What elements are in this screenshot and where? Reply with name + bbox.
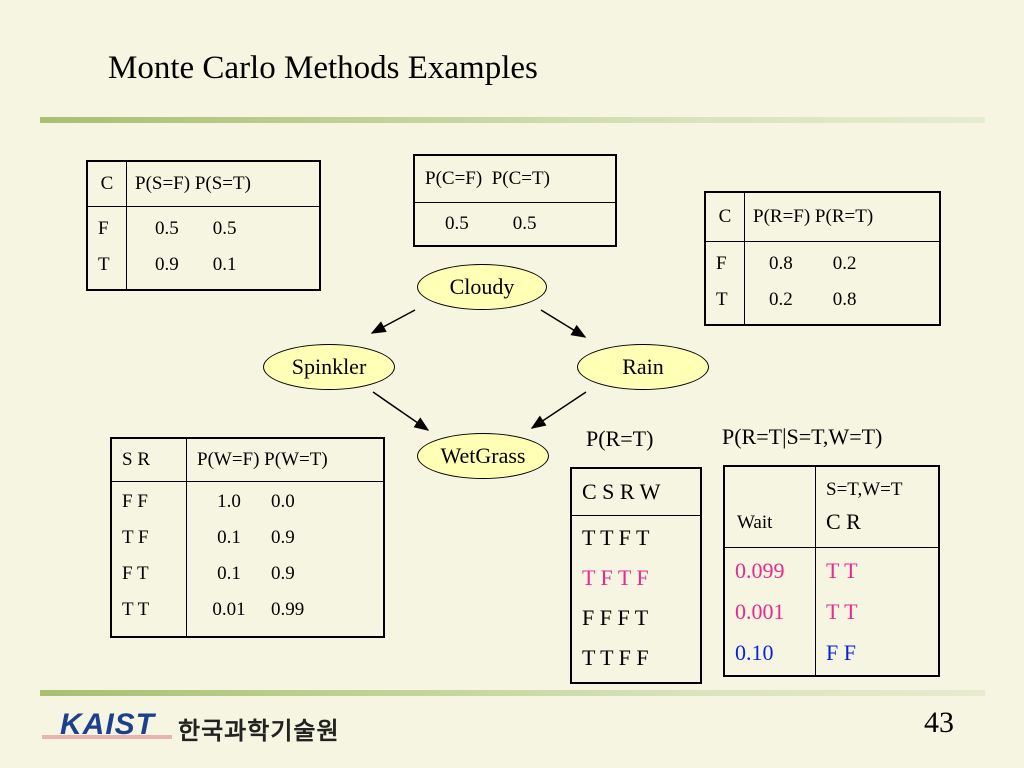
bottom-divider [40, 690, 985, 696]
node-rain-label: Rain [622, 354, 664, 379]
rain-cpt: C P(R=F) P(R=T) F T 0.8 0.2 0.2 0.8 [704, 191, 941, 326]
rain-cpt-pt: 0.2 [832, 253, 857, 274]
rain-cpt-pf: 0.8 [769, 253, 793, 274]
sample-row: T F T F [582, 565, 649, 590]
wetgrass-cpt: S R P(W=F) P(W=T) F F T F F T T T 1.0 0.0… [110, 437, 385, 638]
rain-cpt-c: T [716, 289, 728, 310]
rain-cpt-c: F [716, 253, 727, 274]
rain-cpt-pt: 0.8 [832, 289, 857, 310]
cloudy-cpt-header-pf: P(C=F) [425, 168, 483, 189]
wetgrass-cpt-pf: 0.01 [212, 599, 246, 620]
sprinkler-cpt-pf: 0.5 [155, 218, 179, 239]
wetgrass-cpt-pt: 0.99 [271, 599, 305, 620]
institution-name: 한국과학기술원 [178, 717, 340, 745]
node-sprinkler: Spinkler [263, 344, 395, 390]
wetgrass-cpt-header-probs: P(W=F) P(W=T) [186, 438, 384, 482]
weighted-cr: F F [826, 640, 856, 665]
weighted-header-wait: Wait [724, 466, 816, 548]
rain-cpt-header-probs: P(R=F) P(R=T) [744, 192, 940, 242]
node-cloudy-label: Cloudy [449, 274, 515, 299]
weighted-header-cr: C R [826, 509, 861, 534]
weighted-cr: T T [826, 558, 858, 583]
arrow-cloudy-rain [540, 309, 587, 338]
wetgrass-cpt-pf: 0.1 [217, 563, 241, 584]
weighted-header-evidence: S=T,W=T [826, 479, 903, 500]
arrow-cloudy-sprinkler [370, 309, 416, 334]
samples-table: C S R W T T F T T F T F F F F T T T F F [570, 467, 702, 684]
wetgrass-cpt-pt: 0.9 [271, 563, 295, 584]
cloudy-cpt-header-pt: P(C=T) [491, 168, 550, 189]
wetgrass-cpt-sr: F T [122, 563, 149, 584]
rain-cpt-pf: 0.2 [769, 289, 793, 310]
wetgrass-cpt-pf: 0.1 [217, 527, 241, 548]
cloudy-cpt-pf: 0.5 [445, 213, 469, 234]
node-wetgrass: WetGrass [417, 433, 549, 479]
sprinkler-cpt-pt: 0.5 [212, 218, 237, 239]
wetgrass-cpt-sr: T T [122, 599, 150, 620]
node-rain: Rain [577, 344, 709, 390]
sprinkler-cpt-c: F [98, 218, 109, 239]
sprinkler-cpt: C P(S=F) P(S=T) F T 0.5 0.5 0.9 0.1 [86, 160, 321, 291]
rain-cpt-header-c: C [705, 192, 745, 242]
arrow-sprinkler-wetgrass [372, 391, 430, 431]
wetgrass-cpt-sr: F F [122, 491, 148, 512]
sprinkler-cpt-pt: 0.1 [212, 254, 237, 275]
sprinkler-cpt-header-c: C [87, 161, 127, 207]
sprinkler-cpt-pf: 0.9 [155, 254, 179, 275]
kaist-logo: KAIST [60, 708, 155, 741]
weighted-weight: 0.099 [735, 558, 785, 583]
slide-title: Monte Carlo Methods Examples [108, 50, 538, 86]
sample-row: T T F T [582, 525, 650, 550]
page-number: 43 [924, 706, 954, 739]
cloudy-cpt: P(C=F) P(C=T) 0.5 0.5 [413, 154, 617, 247]
node-wetgrass-label: WetGrass [440, 443, 526, 468]
samples-label: P(R=T) [586, 426, 654, 451]
arrow-rain-wetgrass [530, 391, 587, 429]
samples-header: C S R W [571, 468, 701, 516]
sprinkler-cpt-c: T [98, 254, 110, 275]
wetgrass-cpt-pt: 0.9 [271, 527, 295, 548]
weighted-cr: T T [826, 599, 858, 624]
weighted-weight: 0.10 [735, 640, 774, 665]
weighted-table: Wait S=T,W=T C R 0.099 0.001 0.10 T T T … [723, 465, 940, 677]
weighted-label: P(R=T|S=T,W=T) [722, 424, 883, 449]
node-sprinkler-label: Spinkler [291, 354, 367, 379]
node-cloudy: Cloudy [417, 264, 547, 310]
top-divider [40, 117, 985, 123]
logo-underline [42, 735, 172, 739]
wetgrass-cpt-header-sr: S R [111, 438, 187, 482]
sample-row: F F F T [582, 605, 649, 630]
sprinkler-cpt-header-probs: P(S=F) P(S=T) [126, 161, 320, 207]
sample-row: T T F F [582, 645, 649, 670]
cloudy-cpt-pt: 0.5 [512, 213, 537, 234]
wetgrass-cpt-sr: T F [122, 527, 149, 548]
wetgrass-cpt-pt: 0.0 [271, 491, 295, 512]
weighted-weight: 0.001 [735, 599, 785, 624]
wetgrass-cpt-pf: 1.0 [217, 491, 241, 512]
